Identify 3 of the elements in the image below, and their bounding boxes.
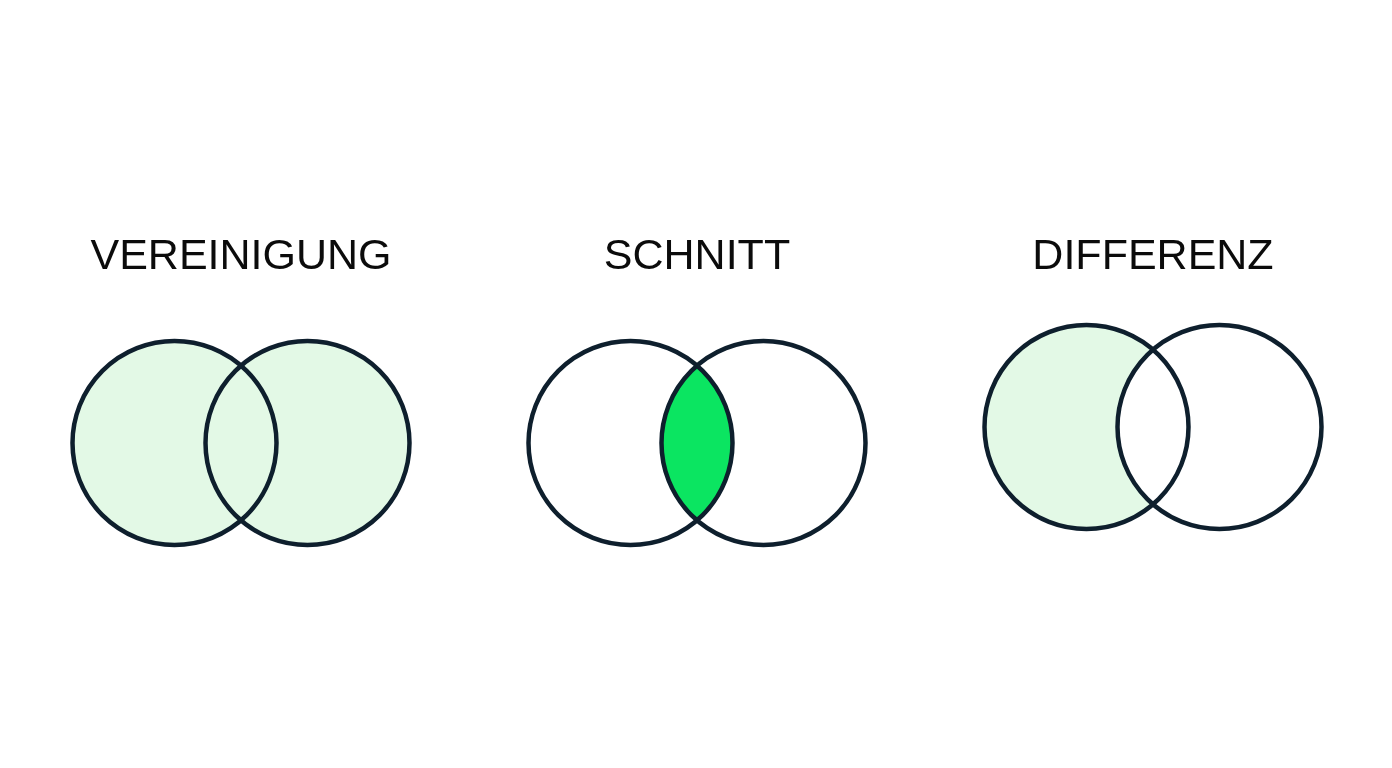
set-operation-heading: SCHNITT [603, 233, 791, 276]
set-operation-heading: VEREINIGUNG [90, 233, 392, 276]
set-operation-heading: DIFFERENZ [1032, 233, 1274, 276]
